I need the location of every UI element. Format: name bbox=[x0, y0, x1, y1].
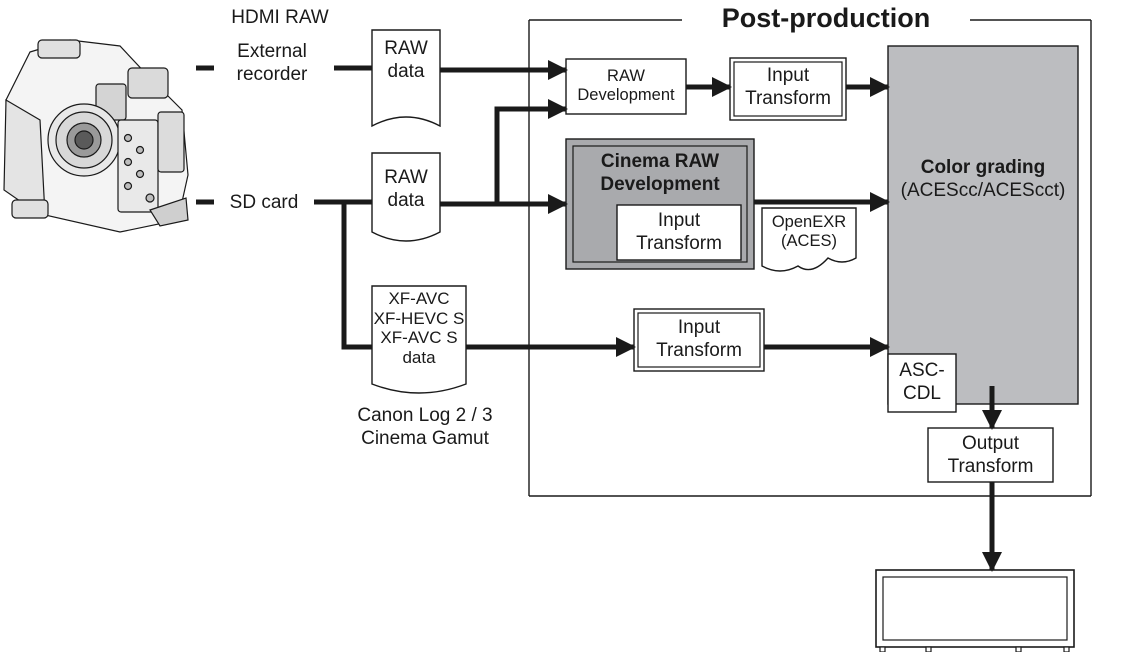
raw-development-label: RAW Development bbox=[577, 67, 675, 104]
raw-data-sd-label: RAW data bbox=[384, 167, 428, 211]
raw-data-external-label: RAW data bbox=[384, 38, 428, 82]
input-transform-xf-label: Input Transform bbox=[656, 317, 742, 361]
openexr-doc bbox=[761, 207, 857, 272]
monitor-icon bbox=[875, 569, 1075, 652]
raw-development-box bbox=[565, 58, 687, 115]
input-transform-xf-box-inner bbox=[637, 312, 761, 368]
xf-data-label: XF-AVC XF-HEVC S XF-AVC S data bbox=[373, 289, 465, 367]
connector-lines bbox=[196, 60, 1002, 572]
asc-cdl-label: ASC- CDL bbox=[899, 360, 945, 404]
hdmi-raw-label: HDMI RAW bbox=[231, 7, 329, 28]
asc-cdl-box bbox=[887, 353, 957, 413]
raw-data-doc-external bbox=[371, 29, 441, 128]
output-transform-box bbox=[927, 427, 1054, 483]
cinema-input-transform-label: Input Transform bbox=[636, 210, 722, 254]
input-transform-top-box-inner bbox=[733, 61, 843, 117]
post-production-title: Post-production bbox=[721, 3, 931, 33]
connector-sd-to-xf bbox=[341, 202, 372, 350]
log-gamut-label: Canon Log 2 / 3 Cinema Gamut bbox=[357, 405, 493, 449]
cinema-camera-icon bbox=[3, 39, 189, 233]
input-transform-top-label: Input Transform bbox=[745, 65, 831, 109]
post-production-frame bbox=[528, 19, 1092, 497]
color-grading-box bbox=[887, 45, 1079, 405]
cinema-input-transform-box bbox=[616, 204, 742, 261]
output-transform-label: Output Transform bbox=[947, 433, 1034, 477]
arrow-sd-raw-up-to-raw-dev bbox=[494, 99, 568, 204]
sd-card-label: SD card bbox=[229, 192, 299, 213]
raw-data-doc-sd bbox=[371, 152, 441, 242]
cinema-raw-development-label: Cinema RAW Development bbox=[600, 151, 720, 195]
xf-data-doc bbox=[371, 285, 467, 394]
color-grading-label: Color grading (ACEScc/ACEScct) bbox=[900, 157, 1066, 201]
external-recorder-label: External recorder bbox=[236, 41, 308, 85]
openexr-label: OpenEXR (ACES) bbox=[771, 213, 847, 250]
